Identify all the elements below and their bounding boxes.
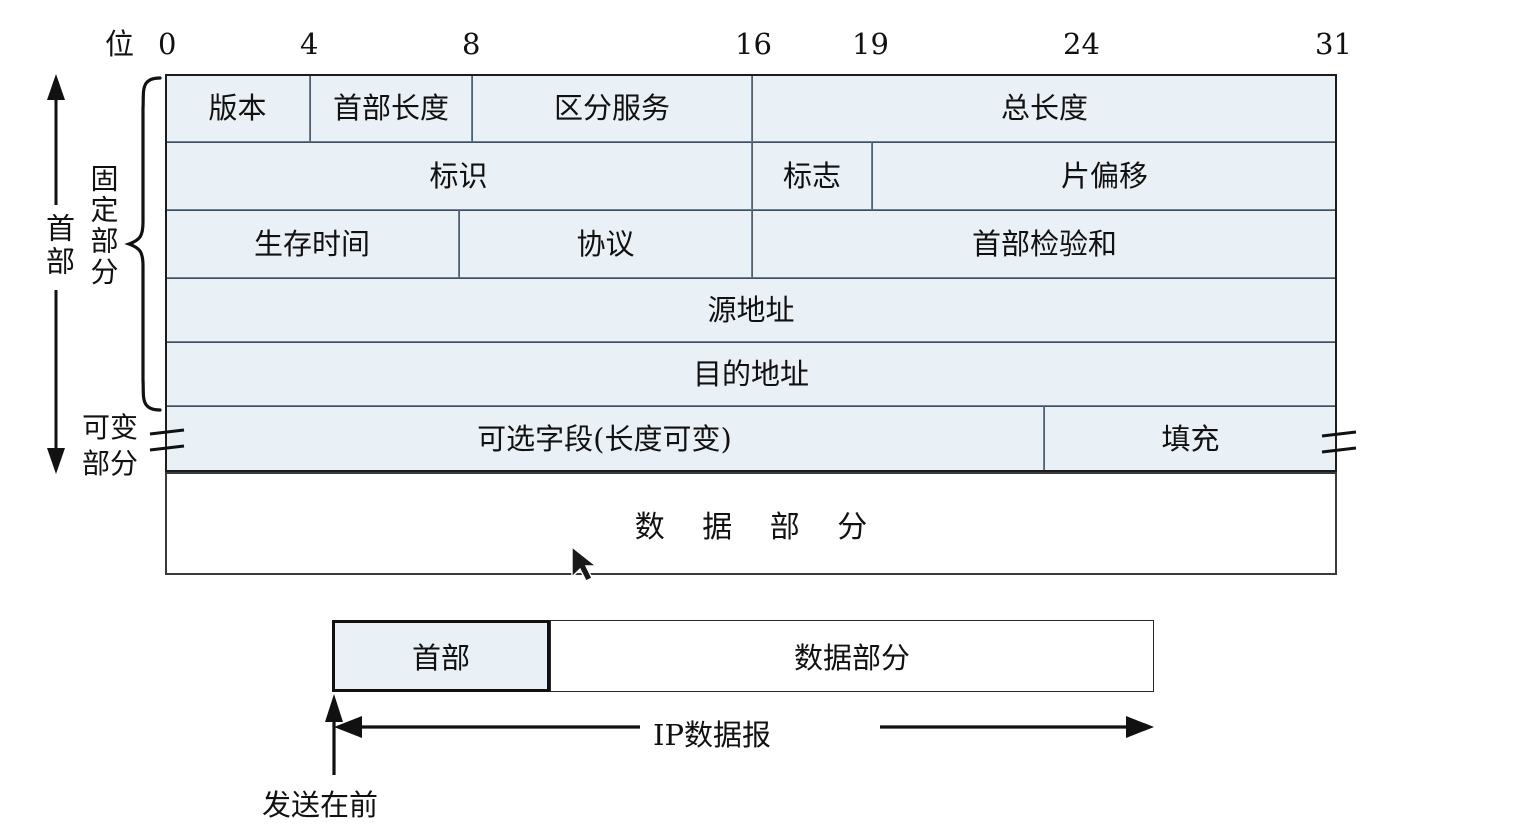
- table-row: 目的地址: [165, 342, 1337, 406]
- bit-tick-16: 16: [735, 27, 772, 61]
- variable-part-label-line1: 可变: [82, 411, 139, 444]
- field-total-length: 总长度: [752, 74, 1337, 142]
- field-version: 版本: [165, 74, 310, 142]
- bit-tick-4: 4: [300, 27, 319, 61]
- data-section-box: 数 据 部 分: [165, 472, 1337, 575]
- table-row: 源地址: [165, 278, 1337, 342]
- bit-axis-label: 位: [105, 27, 135, 61]
- table-row: 标识 标志 片偏移: [165, 142, 1337, 210]
- field-header-length: 首部长度: [310, 74, 472, 142]
- datagram-header-block: 首部: [332, 620, 550, 692]
- field-fragment-offset: 片偏移: [872, 142, 1337, 210]
- bit-tick-8: 8: [462, 27, 481, 61]
- table-row: 可选字段(长度可变) 填充: [165, 406, 1337, 472]
- bit-tick-0: 0: [158, 27, 177, 61]
- field-flags: 标志: [752, 142, 872, 210]
- header-span-text: 首部: [41, 213, 76, 279]
- header-span-label: 首部: [41, 213, 76, 285]
- table-row: 版本 首部长度 区分服务 总长度: [165, 74, 1337, 142]
- field-destination-address: 目的地址: [165, 342, 1337, 406]
- field-identification: 标识: [165, 142, 752, 210]
- field-dscp: 区分服务: [472, 74, 752, 142]
- field-header-checksum: 首部检验和: [752, 210, 1337, 278]
- send-first-arrow: [325, 694, 343, 775]
- table-row: 生存时间 协议 首部检验和: [165, 210, 1337, 278]
- field-ttl: 生存时间: [165, 210, 459, 278]
- bit-tick-19: 19: [852, 27, 889, 61]
- bit-tick-31: 31: [1315, 27, 1352, 61]
- variable-part-label-line2: 部分: [82, 447, 139, 480]
- datagram-data-block: 数据部分: [550, 620, 1154, 692]
- ip-datagram-span-label: IP数据报: [645, 712, 779, 754]
- bit-tick-24: 24: [1063, 27, 1100, 61]
- fixed-part-label: 固定部分: [86, 164, 120, 288]
- field-padding: 填充: [1044, 406, 1337, 472]
- field-protocol: 协议: [459, 210, 752, 278]
- ip-header-table: 版本 首部长度 区分服务 总长度 标识 标志 片偏移 生存时间 协议 首部检验和…: [165, 74, 1337, 472]
- send-first-label: 发送在前: [262, 788, 379, 822]
- field-source-address: 源地址: [165, 278, 1337, 342]
- field-options: 可选字段(长度可变): [165, 406, 1044, 472]
- fixed-part-brace: [124, 76, 162, 412]
